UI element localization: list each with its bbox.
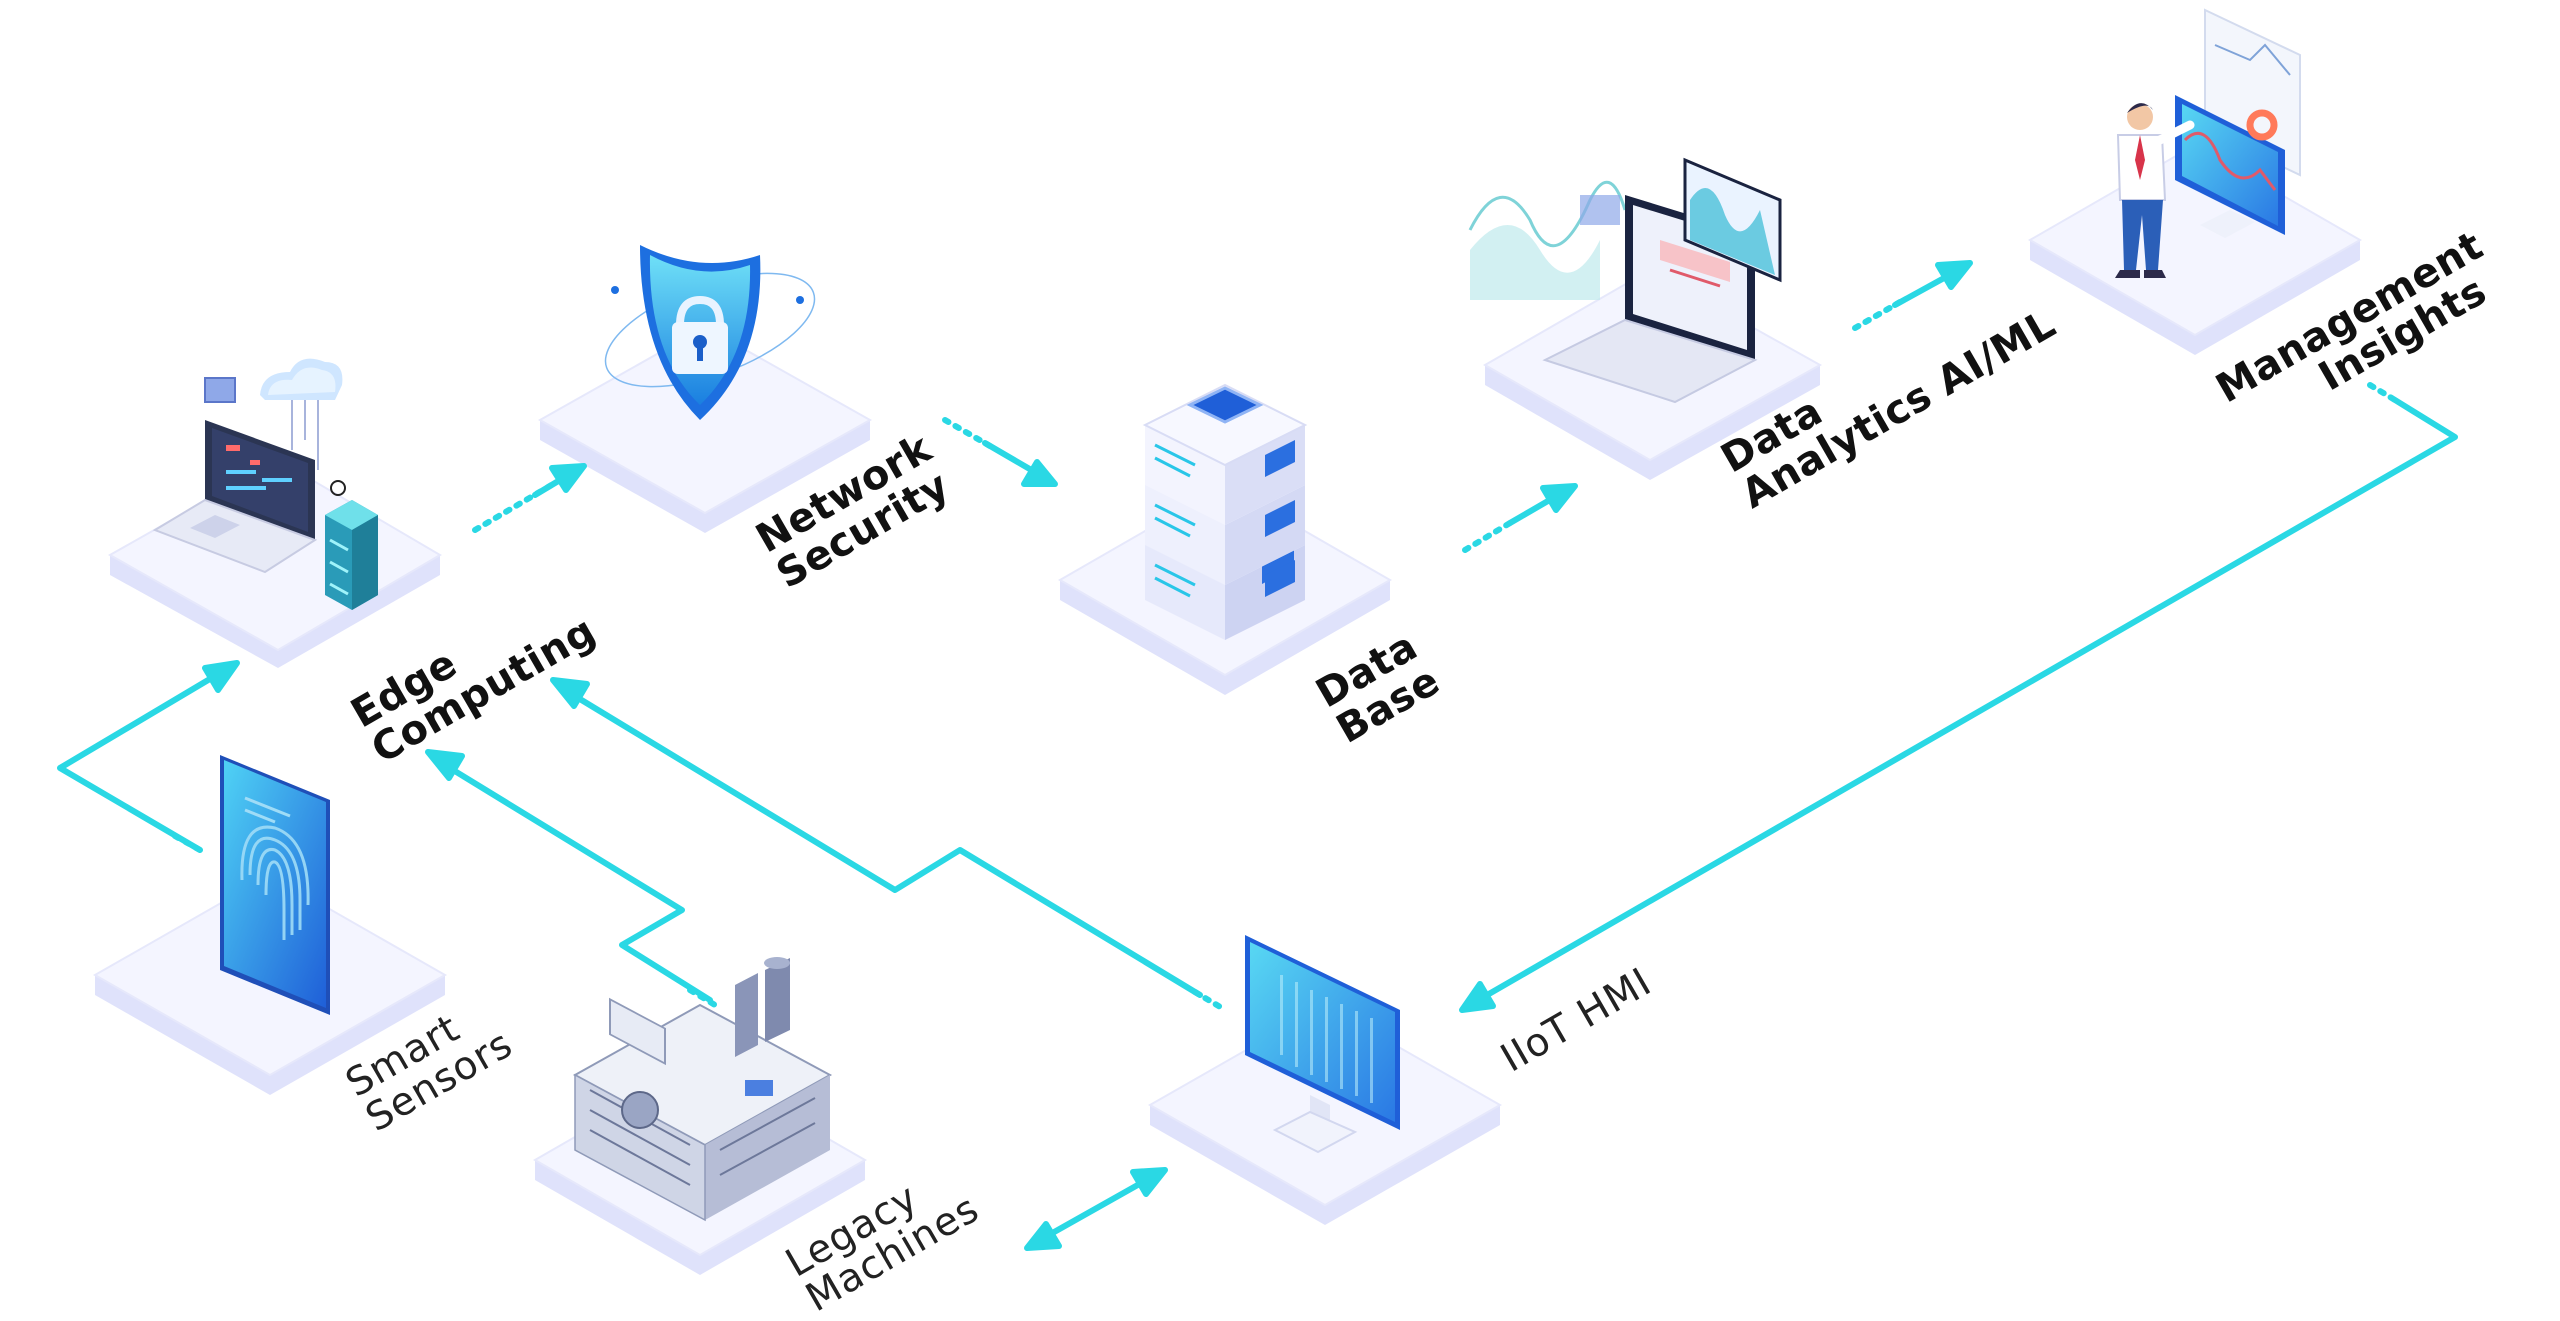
arrow-insights-to-hmi <box>1459 382 2458 1013</box>
arrow-legacy-to-edge <box>425 749 718 1008</box>
monitor-icon <box>1245 935 1400 1154</box>
arrow-hmi-to-edge <box>550 677 1225 1011</box>
security-platform <box>537 325 873 533</box>
presenter-dashboard-icon <box>2115 8 2301 278</box>
arrow-analytics-to-insights <box>1852 260 1973 331</box>
arrow-edge-to-security <box>472 463 587 533</box>
laptop-cloud-server-icon <box>152 358 378 610</box>
arrow-security-to-database <box>942 417 1058 487</box>
industrial-machine-icon <box>572 957 833 1222</box>
fingerprint-tablet-icon <box>220 755 330 1015</box>
server-mini <box>325 500 378 610</box>
connectors <box>57 260 2458 1251</box>
arrow-legacy-hmi-bidirectional <box>1024 1167 1168 1251</box>
analytics-laptop-icon <box>1468 157 1782 404</box>
arrow-sensors-to-edge <box>57 660 240 853</box>
shield-lock-icon <box>604 245 816 420</box>
arrow-database-to-analytics <box>1462 483 1578 553</box>
server-stack-icon <box>1142 383 1308 640</box>
